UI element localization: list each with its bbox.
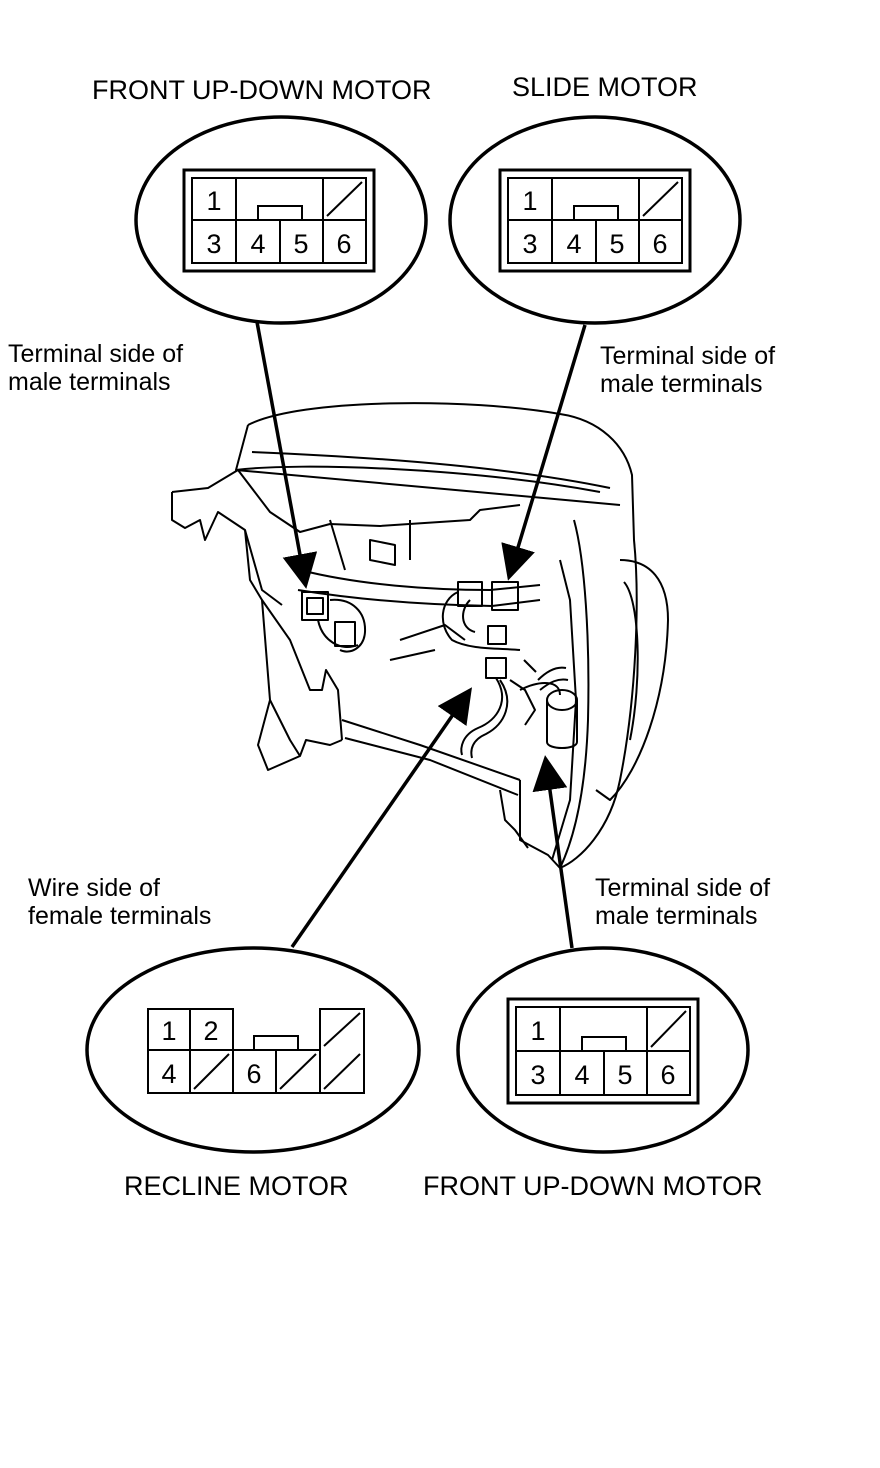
pin-label: 4 (574, 1060, 589, 1090)
locking-tab (257, 205, 303, 221)
pin-label: 1 (530, 1016, 545, 1046)
pin-label: 3 (206, 229, 221, 259)
note-top-left-line1: Terminal side of (8, 340, 184, 368)
pin-label: 6 (660, 1060, 675, 1090)
note-top-right-line1: Terminal side of (600, 342, 776, 370)
seat-back-outline (247, 402, 638, 869)
slide-motor-title: SLIDE MOTOR (512, 72, 698, 102)
locking-tab (573, 205, 619, 221)
unused-cavity (323, 1012, 361, 1047)
note-top-right: Terminal side of male terminals (600, 342, 775, 398)
note-top-right-line2: male terminals (600, 370, 763, 398)
unused-cavity (193, 1053, 230, 1090)
locking-tab (253, 1035, 299, 1051)
note-bottom-right: Terminal side of male terminals (595, 874, 770, 930)
connector-front-up-down-bottom: 1 3 4 5 6 (456, 946, 750, 1154)
pointer-arrows (255, 321, 587, 949)
front-up-down-motor-title-bottom: FRONT UP-DOWN MOTOR (423, 1171, 763, 1201)
pin-label: 4 (566, 229, 581, 259)
connector-block (334, 621, 356, 647)
front-up-down-motor-title-top: FRONT UP-DOWN MOTOR (92, 75, 432, 105)
connector-block (487, 625, 507, 645)
note-bottom-left-line1: Wire side of (28, 874, 160, 902)
connector-slide-motor: 1 3 4 5 6 (448, 115, 742, 325)
note-top-left: Terminal side of male terminals (8, 340, 183, 396)
unused-cavity (650, 1010, 687, 1048)
connector-recline-motor: 1 2 4 6 (85, 946, 421, 1154)
connector-front-up-down-top: 1 3 4 5 6 (134, 115, 428, 325)
connector-housing (498, 168, 692, 273)
pin-label: 4 (250, 229, 265, 259)
locking-tab (581, 1036, 627, 1052)
pin-label: 1 (206, 186, 221, 216)
connector-circle (134, 115, 428, 325)
pin-label: 3 (522, 229, 537, 259)
connector-block (485, 657, 507, 679)
connector-housing (506, 997, 700, 1105)
pin-label: 2 (203, 1016, 218, 1046)
pin-label: 5 (609, 229, 624, 259)
pin-label: 6 (246, 1059, 261, 1089)
unused-cavity (323, 1053, 361, 1090)
unused-cavity (279, 1053, 317, 1090)
pin-label: 5 (293, 229, 308, 259)
connector-block (301, 591, 329, 621)
note-bottom-left-line2: female terminals (28, 902, 212, 930)
connector-housing (147, 1008, 365, 1094)
pin-label: 6 (336, 229, 351, 259)
seat-frame-illustration (171, 402, 669, 869)
pin-label: 6 (652, 229, 667, 259)
note-bottom-right-line1: Terminal side of (595, 874, 771, 902)
pin-label: 1 (522, 186, 537, 216)
arrow-to-front-up-down-connector (255, 321, 318, 589)
recline-motor-title: RECLINE MOTOR (124, 1171, 349, 1201)
note-bottom-right-line2: male terminals (595, 902, 758, 930)
connector-block (491, 581, 519, 611)
unused-cavity (642, 181, 679, 217)
connector-circle (456, 946, 750, 1154)
connector-circle (85, 946, 421, 1154)
connector-housing (182, 168, 376, 273)
arrow-to-recline-connector (290, 687, 472, 948)
unused-cavity (326, 181, 363, 217)
pin-label: 4 (161, 1059, 176, 1089)
pin-label: 1 (161, 1016, 176, 1046)
connector-circle (448, 115, 742, 325)
connector-block (457, 581, 483, 607)
note-bottom-left: Wire side of female terminals (28, 874, 211, 930)
arrow-to-front-up-down-connector-lower (532, 755, 574, 949)
arrow-to-slide-connector (501, 324, 587, 581)
pin-label: 3 (530, 1060, 545, 1090)
pin-label: 5 (617, 1060, 632, 1090)
note-top-left-line2: male terminals (8, 368, 171, 396)
